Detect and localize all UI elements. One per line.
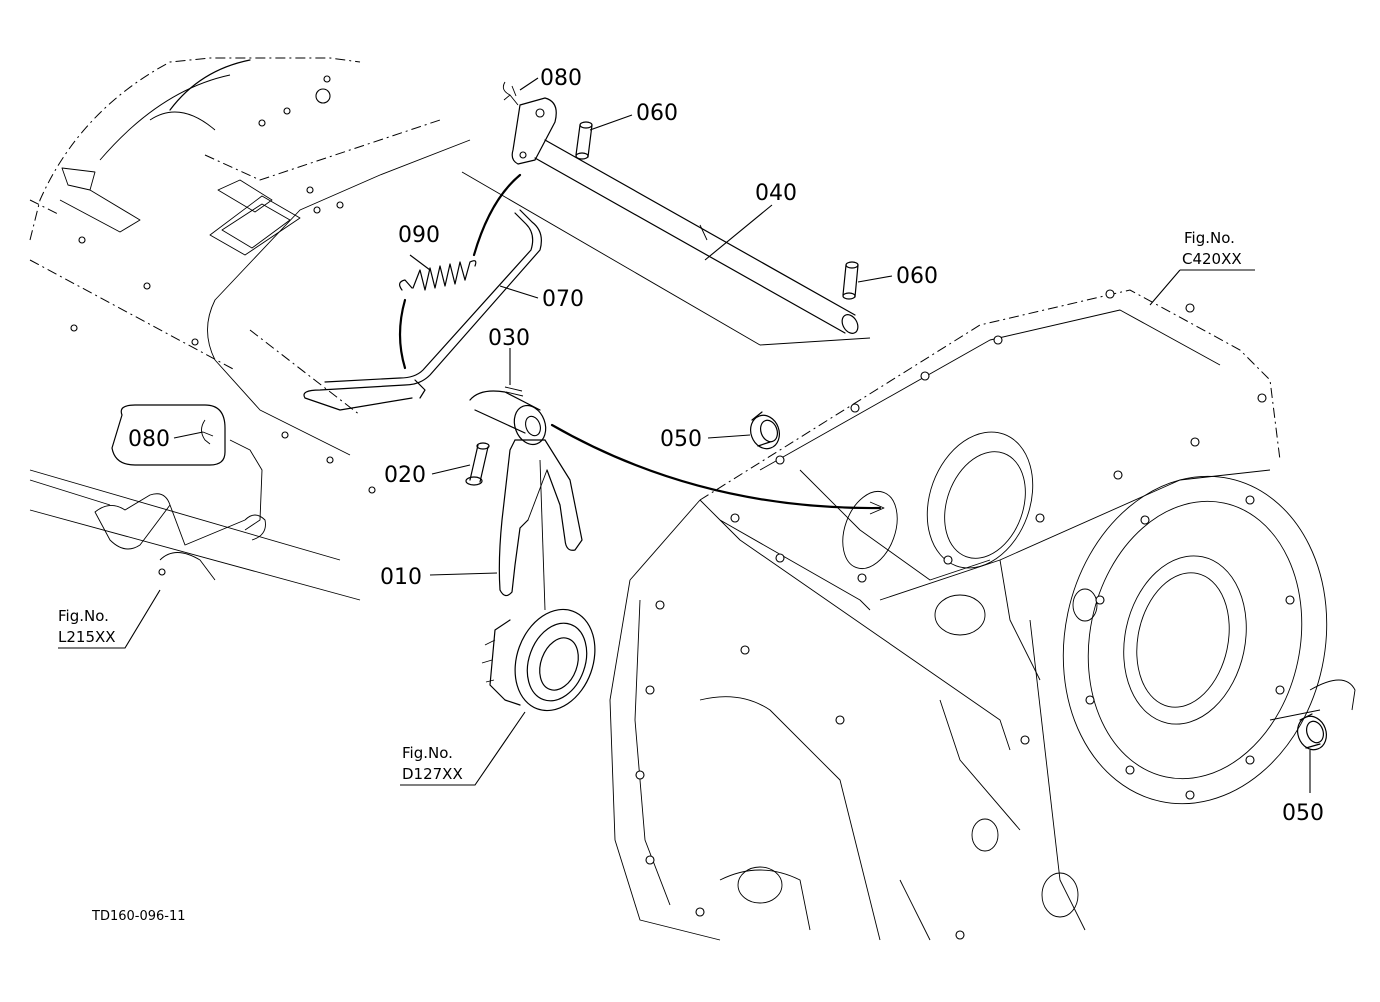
fig-ref-d127-number: D127XX bbox=[402, 765, 463, 783]
clutch-housing bbox=[29, 57, 471, 601]
assembly-arrow bbox=[550, 423, 885, 515]
fig-ref-c420-title: Fig.No. bbox=[1184, 229, 1235, 247]
label-080-lower: 080 bbox=[128, 427, 170, 452]
label-010: 010 bbox=[380, 565, 422, 590]
callout-080-lower-box bbox=[111, 404, 226, 466]
shift-rod-070 bbox=[303, 209, 542, 411]
pin-020 bbox=[465, 442, 490, 486]
cotter-pin-080-upper bbox=[502, 81, 519, 106]
label-030: 030 bbox=[488, 326, 530, 351]
pin-060-lower bbox=[842, 261, 859, 300]
pin-060-upper bbox=[575, 121, 593, 160]
label-020: 020 bbox=[384, 463, 426, 488]
seal-050-left bbox=[750, 411, 780, 450]
label-080-upper: 080 bbox=[540, 66, 582, 91]
drawing-code: TD160-096-11 bbox=[91, 909, 186, 924]
shaft-040 bbox=[461, 139, 871, 346]
label-070: 070 bbox=[542, 287, 584, 312]
leader-lines bbox=[58, 77, 1311, 793]
label-050-right: 050 bbox=[1282, 801, 1324, 826]
transmission-case bbox=[609, 289, 1356, 941]
spring-090 bbox=[398, 173, 522, 370]
release-bearing bbox=[481, 608, 596, 712]
fig-ref-d127-title: Fig.No. bbox=[402, 744, 453, 762]
shift-fork-010 bbox=[469, 390, 583, 611]
fig-ref-c420-number: C420XX bbox=[1182, 250, 1242, 268]
label-050-left: 050 bbox=[660, 427, 702, 452]
seal-050-right bbox=[1297, 713, 1327, 751]
part-labels: 080 060 040 060 090 070 030 050 080 020 … bbox=[128, 66, 1324, 826]
spring-pin-030 bbox=[504, 386, 524, 397]
lever-arm bbox=[511, 97, 557, 165]
label-060-upper: 060 bbox=[636, 101, 678, 126]
figure-references: Fig.No. C420XX Fig.No. L215XX Fig.No. D1… bbox=[58, 229, 1242, 783]
fig-ref-l215-title: Fig.No. bbox=[58, 607, 109, 625]
label-090: 090 bbox=[398, 223, 440, 248]
label-060-lower: 060 bbox=[896, 264, 938, 289]
label-040: 040 bbox=[755, 181, 797, 206]
fig-ref-l215-number: L215XX bbox=[58, 628, 116, 646]
